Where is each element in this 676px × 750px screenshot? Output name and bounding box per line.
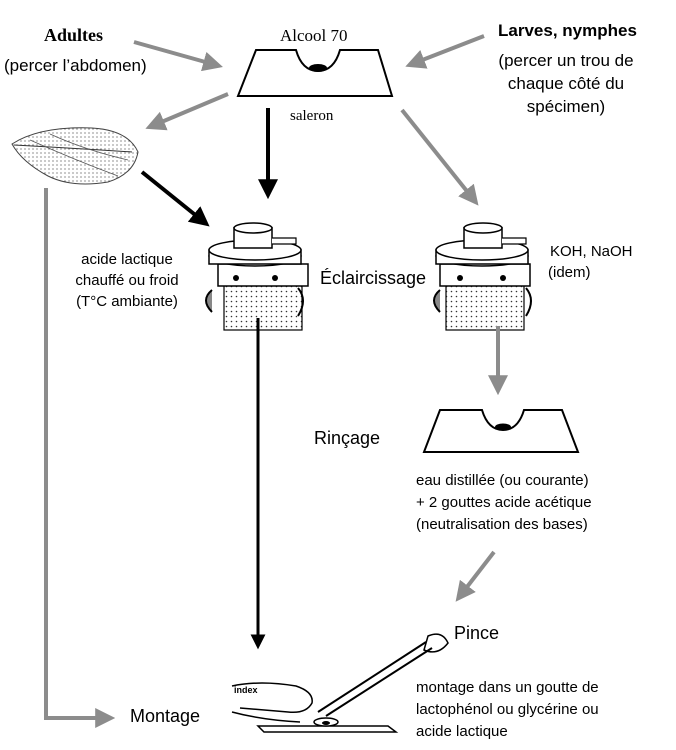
label-eau-2: + 2 gouttes acide acétique — [416, 494, 592, 511]
label-larves-note-2: chaque côté du — [507, 74, 625, 93]
label-montage: Montage — [130, 706, 201, 726]
saleron-slide — [236, 49, 394, 97]
arrow-slide-to-right-block — [400, 108, 479, 206]
heating-block-right — [433, 222, 532, 331]
hand-mounting — [231, 682, 399, 733]
label-koh-1: KOH, NaOH — [550, 243, 633, 260]
label-adultes-title: Adultes — [44, 25, 104, 45]
label-index: index — [234, 685, 258, 695]
label-saleron: saleron — [290, 108, 334, 124]
flow-arrows — [44, 34, 508, 728]
heating-block-left — [205, 222, 309, 331]
label-eclaircissage: Éclaircissage — [320, 268, 427, 288]
label-koh-2: (idem) — [548, 264, 591, 281]
label-larves-note-1: (percer un trou de — [498, 51, 634, 70]
label-rincage: Rinçage — [314, 428, 381, 448]
arrow-wing-to-left-block — [140, 170, 210, 227]
arrow-larves-to-slide — [405, 34, 485, 69]
forceps-image — [317, 633, 449, 717]
arrow-slide-to-wing — [145, 92, 229, 131]
arrow-adultes-to-slide — [133, 40, 223, 72]
label-adultes-note: (percer l’abdomen) — [4, 56, 147, 75]
label-montage-note-2: lactophénol ou glycérine ou — [416, 701, 599, 718]
arrow-rinsing-to-forceps — [455, 550, 496, 602]
label-acide-1: acide lactique — [81, 251, 173, 268]
label-acide-3: (T°C ambiante) — [76, 293, 178, 310]
arrow-wing-to-montage — [44, 188, 116, 728]
label-eau-3: (neutralisation des bases) — [416, 516, 588, 533]
label-eau-1: eau distillée (ou courante) — [416, 472, 589, 489]
rinsing-slide — [422, 409, 580, 453]
label-montage-note-3: acide lactique — [416, 723, 508, 740]
label-larves-title: Larves, nymphes — [498, 21, 637, 40]
label-alcool: Alcool 70 — [280, 26, 348, 45]
label-montage-note-1: montage dans un goutte de — [416, 679, 599, 696]
label-larves-note-3: spécimen) — [526, 97, 606, 116]
label-pince: Pince — [454, 623, 500, 643]
wing-image — [11, 127, 139, 185]
label-acide-2: chauffé ou froid — [75, 272, 179, 289]
